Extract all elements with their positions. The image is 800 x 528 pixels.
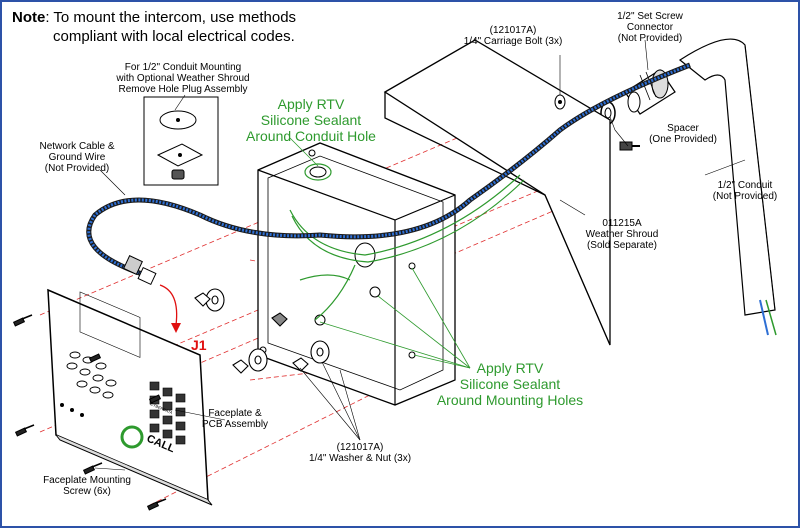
label-faceplate-pcb: Faceplate & PCB Assembly xyxy=(201,408,269,430)
faceplate: CALL CYBERDATA xyxy=(47,288,213,506)
mounting-screws xyxy=(12,314,167,511)
label-set-screw: 1/2" Set Screw Connector (Not Provided) xyxy=(617,11,683,44)
plug-assembly-inset xyxy=(143,96,219,186)
label-washer-nut: (121017A) 1/4" Washer & Nut (3x) xyxy=(308,442,412,464)
j1-arrow xyxy=(159,284,178,326)
label-spacer: Spacer (One Provided) xyxy=(649,123,717,145)
label-network-cable: Network Cable & Ground Wire (Not Provide… xyxy=(39,141,115,174)
washers-and-nuts xyxy=(194,288,330,374)
note-prefix: Note xyxy=(12,9,46,26)
label-conduit-mounting: For 1/2" Conduit Mounting with Optional … xyxy=(116,62,250,95)
rtv-leader-lines xyxy=(289,137,471,369)
spacer-bolt xyxy=(619,141,640,151)
back-box xyxy=(257,142,456,406)
speaker-grille xyxy=(66,351,117,399)
label-conduit: 1/2" Conduit (Not Provided) xyxy=(712,180,778,202)
weather-shroud xyxy=(383,39,611,346)
label-shroud: 011215A Weather Shroud (Sold Separate) xyxy=(585,218,659,251)
conduit-pipe xyxy=(678,38,777,336)
set-screw-connector xyxy=(624,69,676,115)
label-mounting-screw: Faceplate Mounting Screw (6x) xyxy=(43,475,131,497)
label-rtv-conduit: Apply RTV Silicone Sealant Around Condui… xyxy=(246,96,376,144)
network-cable xyxy=(86,62,691,286)
note-text: Note: To mount the intercom, use methods… xyxy=(12,8,296,46)
note-line1: : To mount the intercom, use methods xyxy=(45,9,297,26)
leader-lines xyxy=(94,39,746,471)
call-button xyxy=(120,425,144,449)
label-rtv-mounting: Apply RTV Silicone Sealant Around Mounti… xyxy=(436,360,584,408)
label-carriage-bolt: (121017A) 1/4" Carriage Bolt (3x) xyxy=(463,25,563,47)
note-line2: compliant with local electrical codes. xyxy=(53,28,295,45)
label-j1: J1 xyxy=(191,337,207,353)
